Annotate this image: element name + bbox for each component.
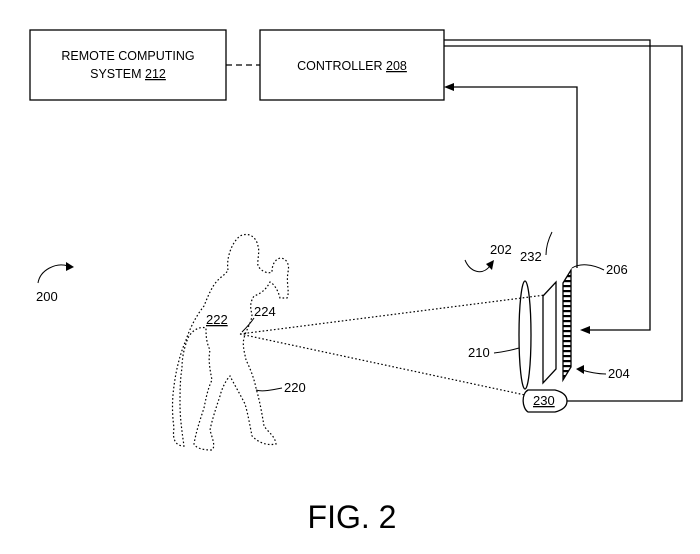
- remote-box-line1: REMOTE COMPUTING: [61, 49, 194, 63]
- label-220: 220: [284, 380, 306, 395]
- leader-204: [581, 369, 607, 375]
- lens: [518, 280, 532, 390]
- lower-ray: [239, 333, 526, 396]
- sensor-input-arrowhead: [580, 326, 590, 334]
- leader-204-arrowhead: [576, 365, 584, 374]
- sensor-to-controller-line: [454, 86, 578, 268]
- label-224: 224: [254, 304, 276, 319]
- figure-caption: FIG. 2: [308, 499, 397, 535]
- optical-filter: [542, 280, 557, 385]
- label-230: 230: [533, 393, 555, 408]
- label-210: 210: [468, 345, 490, 360]
- signal-lines: [444, 39, 683, 402]
- controller-to-sensor-line: [444, 39, 651, 331]
- leader-200: [37, 264, 69, 284]
- controller-input-arrowhead: [444, 83, 454, 91]
- sensor-array: [562, 267, 572, 383]
- leader-220: [255, 387, 283, 392]
- leader-232: [545, 231, 553, 256]
- label-232: 232: [520, 249, 542, 264]
- controller-box: CONTROLLER 208: [259, 29, 445, 101]
- leader-lines: [37, 231, 607, 392]
- label-204: 204: [608, 366, 630, 381]
- leader-202: [464, 259, 491, 273]
- label-200: 200: [36, 289, 58, 304]
- remote-box-line2: SYSTEM 212: [90, 67, 166, 81]
- label-206: 206: [606, 262, 628, 277]
- leader-210: [493, 347, 520, 354]
- remote-computing-system-box: REMOTE COMPUTING SYSTEM 212: [29, 29, 227, 101]
- leader-202-arrowhead: [486, 260, 494, 270]
- controller-box-label: CONTROLLER 208: [297, 59, 407, 73]
- label-202: 202: [490, 242, 512, 257]
- reference-labels: 200 202 232 206 210 204 230 220 222 224: [36, 242, 630, 408]
- leader-224: [241, 317, 255, 333]
- label-222: 222: [206, 312, 228, 327]
- sight-rays: [239, 294, 546, 396]
- controller-to-light-line: [444, 45, 683, 402]
- leader-200-arrowhead: [66, 262, 74, 271]
- human-subject-outline: [171, 233, 290, 451]
- light-source: [522, 389, 568, 413]
- leader-206: [571, 264, 605, 271]
- upper-ray: [239, 294, 546, 335]
